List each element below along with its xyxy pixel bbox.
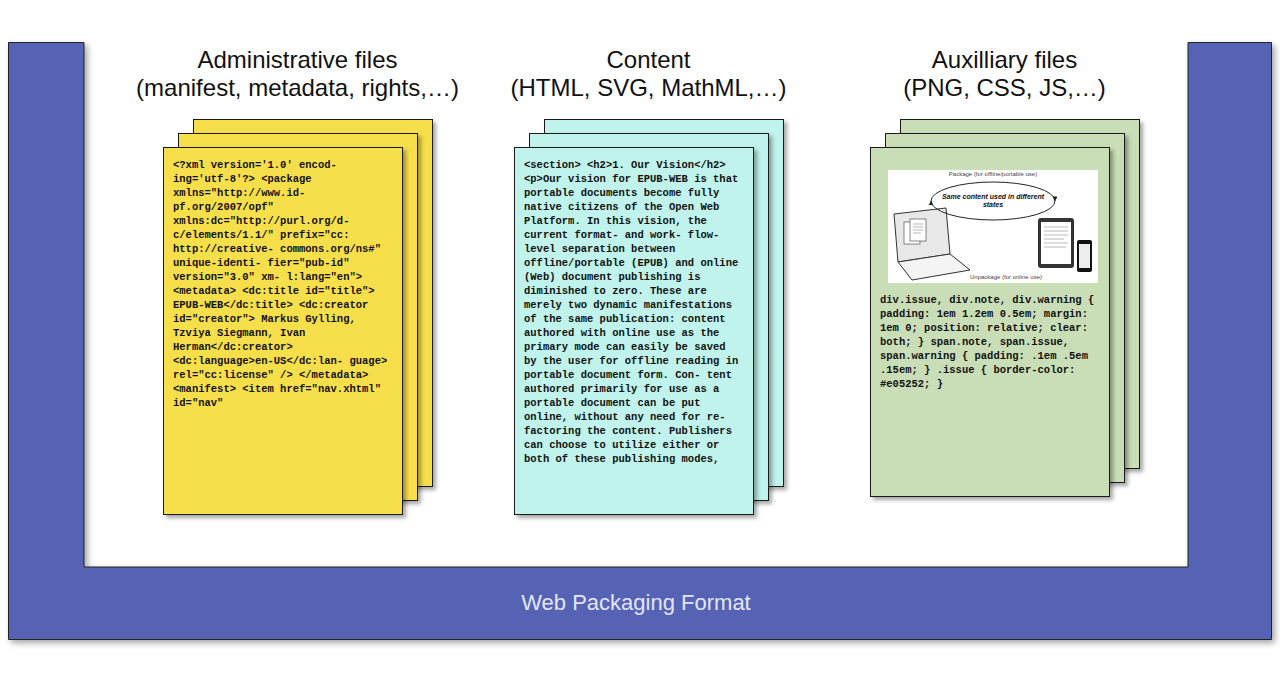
heading-text: Content	[476, 46, 821, 74]
label-holder: Unpackage (for online use)	[961, 274, 1051, 281]
stack-heading: Auxilliary files(PNG, CSS, JS,…)	[832, 46, 1177, 102]
phone	[1077, 240, 1092, 272]
packaging-container: Web Packaging Format Administrative files…	[8, 42, 1272, 640]
phone-screen	[1079, 244, 1090, 268]
page-icon	[910, 219, 926, 241]
illustration-label: Package (for offline/portable use)	[923, 171, 1063, 178]
devices-drawing	[888, 170, 1098, 283]
page-lines	[1044, 227, 1068, 247]
laptop-screen	[894, 208, 950, 262]
label-holder: Same content used in different states	[941, 193, 1045, 209]
stack-heading: Content(HTML, SVG, MathML,…)	[476, 46, 821, 102]
file-group: Content(HTML, SVG, MathML,…) <section> <h…	[454, 42, 829, 515]
page-lines	[913, 224, 923, 233]
code-text: <section> <h2>1. Our Vision</h2> <p>Our …	[524, 158, 744, 466]
tablet	[1038, 218, 1074, 268]
file-group: Administrative files(manifest, metadata,…	[103, 42, 478, 515]
laptop-base	[898, 254, 970, 280]
illustration-label: Unpackage (for online use)	[961, 274, 1051, 281]
band-label: Web Packaging Format	[84, 590, 1188, 616]
code-text: <?xml version='1.0' encod- ing='utf-8'?>…	[173, 158, 393, 410]
heading-text: Auxilliary files	[832, 46, 1177, 74]
heading-text: (PNG, CSS, JS,…)	[832, 74, 1177, 102]
illustration: Package (for offline/portable use) Same c…	[888, 170, 1098, 283]
code-text: div.issue, div.note, div.warning { paddi…	[880, 293, 1100, 391]
label-holder: Package (for offline/portable use)	[923, 171, 1063, 178]
packaging-band	[9, 43, 1272, 640]
illustration-label: Same content used in different states	[941, 193, 1045, 209]
heading-text: (manifest, metadata, rights,…)	[125, 74, 470, 102]
stack-heading: Administrative files(manifest, metadata,…	[125, 46, 470, 102]
tablet-screen	[1041, 222, 1071, 264]
heading-text: (HTML, SVG, MathML,…)	[476, 74, 821, 102]
front-page: <section> <h2>1. Our Vision</h2> <p>Our …	[514, 147, 754, 515]
heading-text: Administrative files	[125, 46, 470, 74]
band-label-holder: Web Packaging Format	[84, 590, 1188, 616]
front-page: <?xml version='1.0' encod- ing='utf-8'?>…	[163, 147, 403, 515]
front-page: Package (for offline/portable use) Same c…	[870, 147, 1110, 497]
file-group: Auxilliary files(PNG, CSS, JS,…) Package…	[810, 42, 1185, 497]
